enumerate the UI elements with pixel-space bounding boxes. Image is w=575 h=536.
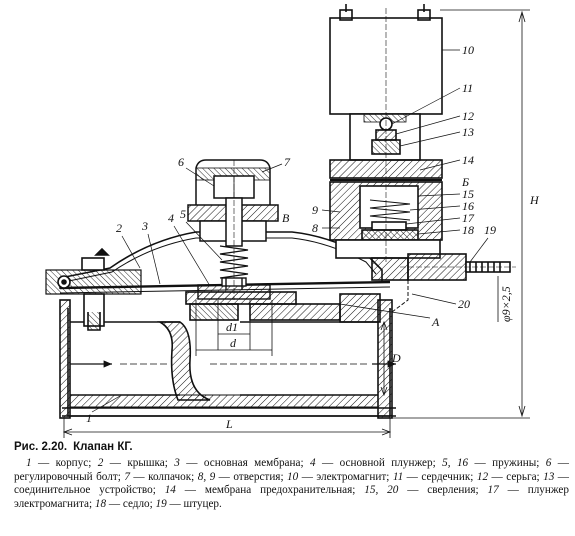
legend-number: 11 bbox=[392, 470, 404, 483]
legend-number: 7 bbox=[124, 470, 130, 483]
legend-item: 12 — серьга; bbox=[477, 471, 543, 483]
legend-number: 19 bbox=[155, 497, 167, 510]
legend-item: 11 — сердечник; bbox=[393, 471, 477, 483]
legend-number: 6 bbox=[545, 457, 552, 470]
legend-text: — основная мембрана; bbox=[179, 457, 310, 470]
legend-item: 13 — соединительное устройство; bbox=[14, 471, 569, 496]
legend-item: 4 — основной плунжер; bbox=[310, 457, 442, 469]
letter-label: А bbox=[431, 315, 440, 329]
legend-number: 18 bbox=[94, 497, 107, 510]
dimension-lines bbox=[62, 9, 530, 438]
part-label: 7 bbox=[284, 155, 291, 169]
part-label: 4 bbox=[168, 211, 174, 225]
legend-text: — штуцер. bbox=[166, 497, 222, 510]
part-label: 19 bbox=[484, 223, 496, 237]
legend-text: — серьга; bbox=[488, 470, 544, 483]
legend-number: 17 bbox=[487, 484, 499, 497]
figure-title: Клапан КГ. bbox=[73, 441, 133, 453]
legend-number: 8, 9 bbox=[197, 470, 216, 483]
part-label: 1 bbox=[86, 411, 92, 425]
part-label: 6 bbox=[178, 155, 184, 169]
legend-item: 10 — электромагнит; bbox=[287, 471, 393, 483]
legend-item: 17 — плунжер электромагнита; bbox=[14, 484, 569, 509]
dim-label-l: L bbox=[225, 417, 233, 431]
dim-label-h: H bbox=[529, 193, 540, 207]
legend-item: 8, 9 — отверстия; bbox=[198, 471, 287, 483]
legend-text: — плунжер электромагнита; bbox=[14, 484, 569, 510]
letter-label: В bbox=[282, 211, 290, 225]
part-label: 15 bbox=[462, 187, 474, 201]
legend-number: 12 bbox=[476, 470, 489, 483]
legend-item: 5, 16 — пружины; bbox=[442, 457, 546, 469]
part-label: 10 bbox=[462, 43, 474, 57]
legend-item: 6 — регулировочный болт; bbox=[14, 457, 569, 482]
legend-text: — седло; bbox=[106, 497, 156, 510]
legend-text: — сердечник; bbox=[403, 470, 477, 483]
valve-drawing: 1 2 3 4 5 6 7 8 9 10 11 12 13 14 15 16 1… bbox=[45, 4, 540, 438]
valve-cover bbox=[45, 231, 391, 331]
leader-lines bbox=[91, 49, 489, 413]
part-label: 5 bbox=[180, 207, 186, 221]
part-label: 13 bbox=[462, 125, 474, 139]
legend-text: — пружины; bbox=[468, 457, 546, 470]
dimension-labels: H L D d1 d φ9×2,5 bbox=[225, 193, 540, 431]
legend-item: 14 — мембрана предохранительная; bbox=[165, 484, 365, 496]
part-label: 18 bbox=[462, 223, 474, 237]
legend-text: — электромагнит; bbox=[298, 470, 393, 483]
legend: 1 — корпус; 2 — крышка; 3 — основная мем… bbox=[14, 457, 569, 511]
part-label: 9 bbox=[312, 203, 318, 217]
legend-number: 14 bbox=[164, 484, 176, 497]
legend-text: — корпус; bbox=[31, 457, 98, 470]
legend-item: 2 — крышка; bbox=[98, 457, 175, 469]
dim-label-d-pipe: D bbox=[391, 351, 401, 365]
figure-number: Рис. 2.20. bbox=[14, 441, 68, 453]
part-label: 12 bbox=[462, 109, 474, 123]
legend-text: — крышка; bbox=[103, 457, 175, 470]
legend-number: 10 bbox=[287, 470, 299, 483]
dim-label-d: d bbox=[230, 336, 237, 350]
part-label: 2 bbox=[116, 221, 122, 235]
part-label: 17 bbox=[462, 211, 475, 225]
part-labels: 1 2 3 4 5 6 7 8 9 10 11 12 13 14 15 16 1… bbox=[86, 43, 496, 425]
legend-number: 5, 16 bbox=[442, 457, 469, 470]
part-label: 14 bbox=[462, 153, 474, 167]
part-label: 11 bbox=[462, 81, 473, 95]
letter-label: Б bbox=[461, 175, 469, 189]
legend-text: — мембрана предохранительная; bbox=[175, 484, 365, 497]
legend-number: 3 bbox=[174, 457, 180, 470]
regulating-assembly bbox=[187, 159, 279, 300]
legend-number: 15, 20 bbox=[364, 484, 399, 497]
figure-caption: Рис. 2.20. Клапан КГ. 1 — корпус; 2 — кры… bbox=[14, 441, 569, 511]
dim-label-d1: d1 bbox=[226, 320, 238, 334]
dim-label-fitting: φ9×2,5 bbox=[499, 286, 513, 322]
valve-body bbox=[59, 291, 396, 419]
legend-number: 4 bbox=[310, 457, 316, 470]
legend-text: — соединительное устройство; bbox=[14, 470, 569, 497]
part-label: 16 bbox=[462, 199, 474, 213]
part-label: 3 bbox=[141, 219, 148, 233]
legend-text: — регулировочный болт; bbox=[14, 457, 569, 483]
legend-text: — сверления; bbox=[398, 484, 488, 497]
letter-labels: А Б В bbox=[282, 175, 469, 329]
legend-number: 13 bbox=[543, 470, 555, 483]
legend-item: 19 — штуцер. bbox=[156, 498, 222, 510]
legend-item: 3 — основная мембрана; bbox=[174, 457, 310, 469]
legend-text: — отверстия; bbox=[215, 470, 288, 483]
legend-item: 18 — седло; bbox=[95, 498, 156, 510]
legend-item: 7 — колпачок; bbox=[124, 471, 197, 483]
legend-text: — колпачок; bbox=[129, 470, 198, 483]
part-label: 8 bbox=[312, 221, 318, 235]
caption-title: Рис. 2.20. Клапан КГ. bbox=[14, 441, 569, 454]
legend-item: 1 — корпус; bbox=[26, 457, 98, 469]
legend-item: 15, 20 — сверления; bbox=[364, 484, 487, 496]
legend-number: 2 bbox=[97, 457, 104, 470]
legend-text: — основной плунжер; bbox=[315, 457, 443, 470]
legend-number: 1 bbox=[26, 457, 32, 470]
electromagnet bbox=[329, 4, 516, 313]
part-label: 20 bbox=[458, 297, 470, 311]
